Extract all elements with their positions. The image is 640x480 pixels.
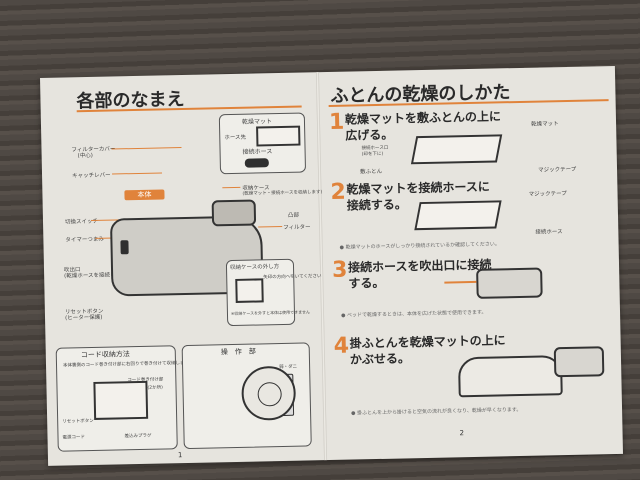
case-removal-inset: 収納ケースの外し方 矢印の方向へ引いてください ※収納ケースを外すと本体は使用で…: [225, 258, 322, 327]
label-convex: 凸部: [287, 212, 300, 219]
step-1-mat-label: 乾燥マット: [531, 121, 559, 128]
label-filter-cover-sub: (中心): [77, 152, 94, 160]
step-2-number: 2: [330, 179, 347, 205]
cord-label-3: リセットボタン: [62, 418, 94, 425]
case-note: ※収納ケースを外すと本体は使用できません: [230, 309, 311, 317]
step-3-note: ● ベッドで乾燥するときは、本体を広げた状態で使用できます。: [340, 309, 487, 319]
cord-box-text: 本体裏側のコード巻き付け部に右回りで巻き付けて収納します。: [62, 360, 194, 369]
step-3-line1: 接続ホースを吹出口に接続: [347, 257, 492, 275]
step-1-mat-drawing: [410, 134, 503, 165]
outlet-drawing: [120, 240, 129, 255]
label-reset-sub: (ヒーター保護): [64, 314, 103, 322]
step-3-body-drawing: [476, 267, 543, 299]
step-2-hose-label: 接続ホース: [535, 229, 563, 236]
case-remove-sub: 矢印の方向へ引いてください: [263, 274, 322, 281]
cord-label-1: コード巻き付け部: [127, 377, 164, 384]
inset-hose-label: 接続ホース: [242, 148, 273, 156]
step-2-mat-drawing: [414, 200, 502, 231]
step-1-futon-label: 敷ふとん: [359, 168, 383, 176]
step-2-note: ● 乾燥マットのホースがしっかり接続されているか確認してください。: [339, 241, 500, 251]
instruction-sheet: 各部のなまえ 乾燥マット ホース先 接続ホース フィルターカバー (中心) キャ…: [40, 65, 623, 466]
storage-case-drawing: [211, 199, 257, 227]
step-3-line2: する。: [348, 275, 385, 291]
cord-label-2: (2か所): [147, 385, 163, 391]
cord-label-4: 電源コード: [62, 435, 86, 441]
step-1-line1: 乾燥マットを敷ふとんの上に: [344, 109, 502, 127]
label-power-switch: 切換スイッチ: [64, 218, 99, 226]
step-4-line1: 掛ふとんを乾燥マットの上に: [349, 333, 506, 351]
cord-drawing: [93, 380, 149, 420]
leader-line: [222, 186, 241, 189]
label-timer: タイマーつまみ: [65, 236, 104, 244]
step-4-note: ● 掛ふとんを上から掛けると空気の流れが良くなり、乾燥が早くなります。: [351, 406, 522, 417]
cord-storage-box: コード収納方法 本体裏側のコード巻き付け部に右回りで巻き付けて収納します。 コー…: [55, 345, 193, 452]
left-page-number: 1: [177, 451, 183, 460]
right-page-number: 2: [459, 429, 465, 438]
case-remove-title: 収納ケースの外し方: [229, 264, 280, 272]
step-1-mark-label: (印を下に): [361, 151, 384, 158]
leader-line: [111, 147, 182, 150]
step-3-arrow: [444, 280, 477, 284]
step-2-line2: 接続する。: [346, 197, 407, 213]
leader-line: [112, 172, 163, 175]
label-storage-case-sub: (乾燥マット・接続ホースを収納します): [242, 190, 323, 197]
step-4-number: 4: [333, 333, 350, 359]
step-1-tape-label: マジックテープ: [537, 166, 577, 174]
inset-mat-label: 乾燥マット: [241, 118, 273, 126]
step-2-line1: 乾燥マットを接続ホースに: [346, 179, 490, 197]
step-4-body-drawing: [553, 346, 605, 378]
control-box-title: 操 作 部: [220, 347, 256, 357]
dial-knob: [257, 382, 282, 407]
step-1-number: 1: [328, 109, 345, 135]
page-fold: [315, 72, 328, 461]
step-4-line2: かぶせる。: [349, 351, 411, 367]
cord-label-5: 差込みプラグ: [124, 433, 152, 440]
step-4-futon-drawing: [457, 355, 563, 398]
step-2-tape-label: マジックテープ: [528, 190, 567, 198]
cord-box-title: コード収納方法: [80, 350, 130, 360]
inset-mat-drawing: [256, 125, 301, 147]
inset-hose-tip: ホース先: [224, 134, 247, 142]
step-3-number: 3: [331, 257, 348, 283]
label-filter: フィルター: [283, 224, 311, 231]
mat-hose-inset: 乾燥マット ホース先 接続ホース: [218, 112, 307, 175]
body-badge: 本体: [124, 189, 165, 201]
inset-hose-drawing: [244, 158, 269, 168]
case-drawing: [235, 278, 264, 303]
leader-line: [258, 225, 283, 228]
label-catch-lever: キャッチレバー: [72, 172, 111, 180]
step-1-line2: 広げる。: [345, 127, 394, 143]
